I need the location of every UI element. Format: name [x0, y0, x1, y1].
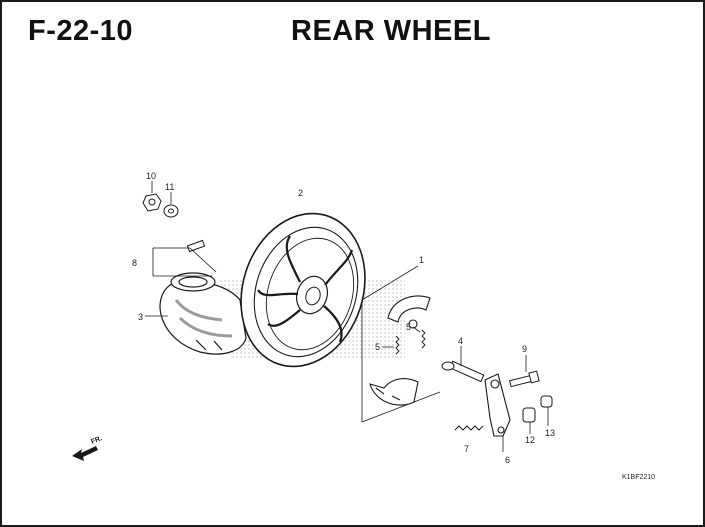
figure-code: K1BF2210 — [622, 474, 655, 481]
axle-nut — [142, 193, 162, 212]
brake-arm — [484, 373, 511, 437]
stud-bolt — [152, 239, 217, 277]
callout-7: 7 — [464, 444, 469, 454]
page-title: REAR WHEEL — [291, 15, 491, 47]
callout-12: 12 — [525, 435, 535, 445]
callout-10: 10 — [146, 171, 156, 181]
callout-11: 11 — [165, 182, 174, 192]
brake-shoe-bracket — [361, 265, 441, 423]
callout-8: 8 — [132, 258, 137, 268]
callout-5a: 5 — [375, 342, 380, 352]
callout-4: 4 — [458, 336, 463, 346]
callout-5b: 5 — [406, 322, 411, 332]
callout-13: 13 — [545, 428, 555, 438]
rear-wheel — [240, 212, 366, 368]
callout-6: 6 — [505, 455, 510, 465]
brake-shoe-lower — [369, 378, 419, 406]
arm-bolt — [508, 370, 540, 388]
callout-2: 2 — [298, 188, 303, 198]
final-drive-housing — [159, 272, 247, 355]
front-direction-arrow-icon — [72, 446, 98, 461]
washer — [163, 204, 179, 218]
pin-joint — [522, 407, 536, 423]
direction-label: FR. — [90, 435, 103, 446]
collar — [540, 395, 553, 408]
brake-cam — [441, 360, 485, 383]
leader-lines — [145, 181, 549, 452]
return-spring — [454, 425, 484, 431]
callout-9: 9 — [522, 344, 527, 354]
brake-spring — [395, 329, 426, 355]
callout-3: 3 — [138, 312, 143, 322]
section-code: F-22-10 — [28, 15, 134, 47]
brake-shoe-upper — [387, 295, 431, 329]
callout-1: 1 — [419, 255, 424, 265]
